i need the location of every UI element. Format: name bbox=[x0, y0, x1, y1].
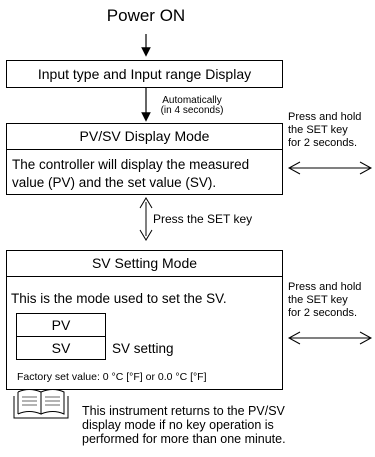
pv-label: PV bbox=[51, 317, 71, 333]
input-display-label: Input type and Input range Display bbox=[37, 66, 252, 82]
pvsv-desc-line2: value (PV) and the set value (SV). bbox=[12, 175, 217, 190]
auto-note-line1: Automatically bbox=[162, 95, 222, 106]
pvsv-desc-line1: The controller will display the measured bbox=[12, 157, 250, 172]
press-hold-bottom-line3: for 2 seconds. bbox=[288, 307, 358, 319]
manual-note-line1: This instrument returns to the PV/SV bbox=[82, 404, 285, 418]
press-hold-top-line2: the SET key bbox=[288, 124, 348, 136]
manual-note-line3: performed for more than one minute. bbox=[82, 432, 286, 446]
sv-mode-title: SV Setting Mode bbox=[7, 251, 282, 277]
press-hold-bottom-line2: the SET key bbox=[288, 294, 348, 306]
pv-display-box: PV bbox=[16, 313, 106, 337]
double-arrow-right-bottom bbox=[287, 331, 373, 345]
power-on-label: Power ON bbox=[106, 6, 186, 25]
press-hold-note-top: Press and hold the SET key for 2 seconds… bbox=[288, 111, 375, 150]
double-arrow-right-top bbox=[287, 161, 373, 175]
factory-set-note: Factory set value: 0 °C [°F] or 0.0 °C [… bbox=[17, 371, 207, 383]
input-display-box: Input type and Input range Display bbox=[6, 60, 283, 88]
press-set-key-label: Press the SET key bbox=[153, 212, 253, 226]
manual-note: This instrument returns to the PV/SV dis… bbox=[82, 404, 372, 446]
auto-note-line2: (in 4 seconds) bbox=[160, 105, 224, 116]
press-hold-top-line3: for 2 seconds. bbox=[288, 137, 358, 149]
sv-setting-mode-box: SV Setting Mode This is the mode used to… bbox=[6, 250, 283, 390]
press-hold-note-bottom: Press and hold the SET key for 2 seconds… bbox=[288, 281, 375, 320]
sv-mode-description: This is the mode used to set the SV. bbox=[11, 291, 227, 306]
press-hold-top-line1: Press and hold bbox=[288, 111, 362, 123]
pvsv-mode-title: PV/SV Display Mode bbox=[7, 124, 282, 150]
manual-note-line2: display mode if no key operation is bbox=[82, 418, 274, 432]
pvsv-display-mode-box: PV/SV Display Mode The controller will d… bbox=[6, 123, 283, 195]
book-icon bbox=[13, 389, 69, 419]
double-arrow-modes bbox=[139, 197, 153, 241]
sv-setting-label: SV setting bbox=[112, 341, 174, 356]
pvsv-mode-description: The controller will display the measured… bbox=[7, 150, 282, 192]
auto-note: Automatically (in 4 seconds) bbox=[150, 96, 234, 116]
press-hold-bottom-line1: Press and hold bbox=[288, 281, 362, 293]
sv-display-box: SV bbox=[16, 336, 106, 360]
sv-label: SV bbox=[51, 340, 71, 356]
